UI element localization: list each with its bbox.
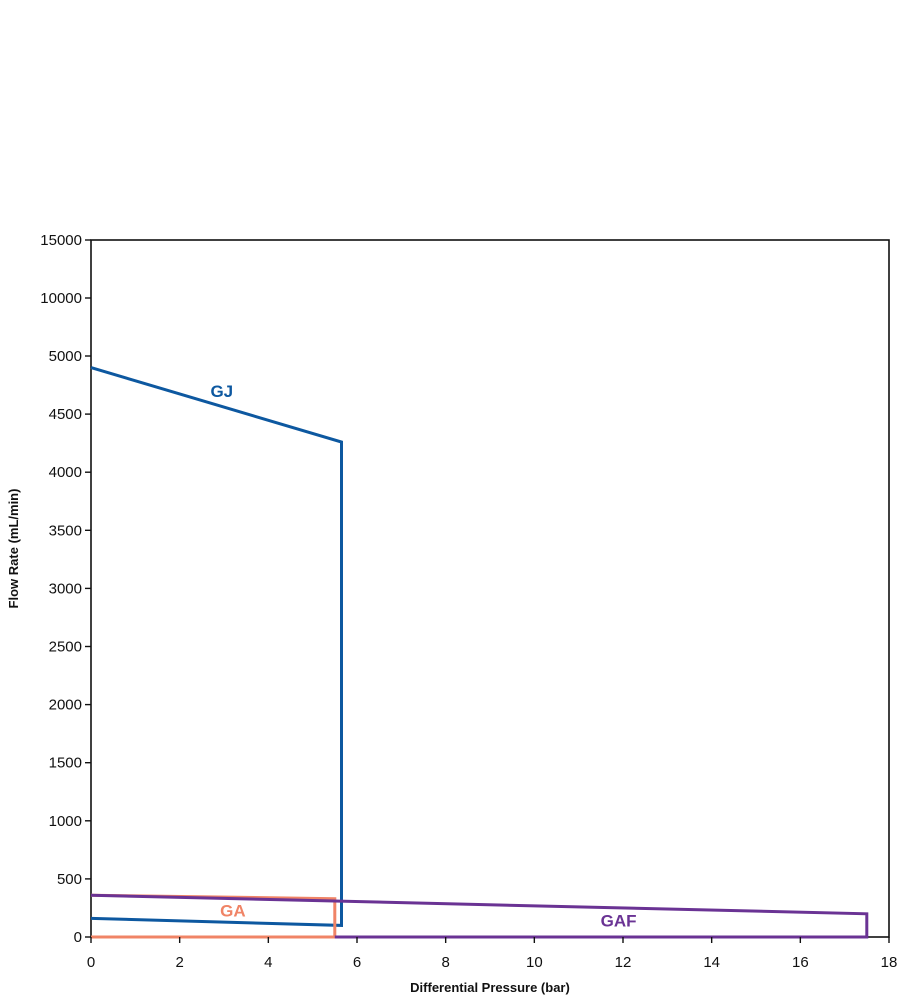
series-layer (90, 366, 869, 939)
x-tick-label: 14 (703, 954, 720, 971)
y-axis-title: Flow Rate (mL/min) (6, 489, 21, 609)
x-tick-label: 16 (792, 954, 809, 971)
plot-frame (90, 239, 890, 938)
y-tick-label: 1000 (49, 813, 82, 830)
y-tick-label: 15000 (40, 232, 82, 249)
x-tick-label: 8 (441, 954, 449, 971)
y-tick-label: 5000 (49, 348, 82, 365)
y-tick-label: 4000 (49, 464, 82, 481)
x-tick-label: 0 (87, 954, 95, 971)
y-tick-label: 4500 (49, 406, 82, 423)
x-tick-label: 18 (881, 954, 898, 971)
series-label-gj: GJ (210, 382, 233, 401)
y-tick-label: 2500 (49, 639, 82, 656)
x-tick-label: 12 (615, 954, 632, 971)
x-tick-label: 4 (264, 954, 272, 971)
series-label-ga: GA (220, 901, 246, 920)
y-tick-label: 500 (57, 871, 82, 888)
series-line-gj (90, 366, 343, 927)
y-tick-label: 2000 (49, 697, 82, 714)
y-tick-label: 10000 (40, 290, 82, 307)
y-tick-label: 3000 (49, 580, 82, 597)
y-tick-label: 3500 (49, 522, 82, 539)
ticks-layer: 0 2 4 6 8 10 12 14 16 18 0 500 1000 1500 2000 2500 3000 3… (40, 232, 897, 971)
x-tick-label: 6 (353, 954, 361, 971)
series-label-gaf: GAF (601, 912, 637, 931)
x-axis-title: Differential Pressure (bar) (410, 980, 570, 995)
y-tick-label: 0 (74, 929, 82, 946)
labels-layer: GJ GA GAF (210, 382, 636, 931)
series-line-gaf (90, 893, 869, 939)
y-tick-label: 1500 (49, 755, 82, 772)
plot-border (90, 239, 890, 938)
x-tick-label: 2 (175, 954, 183, 971)
x-tick-label: 10 (526, 954, 543, 971)
